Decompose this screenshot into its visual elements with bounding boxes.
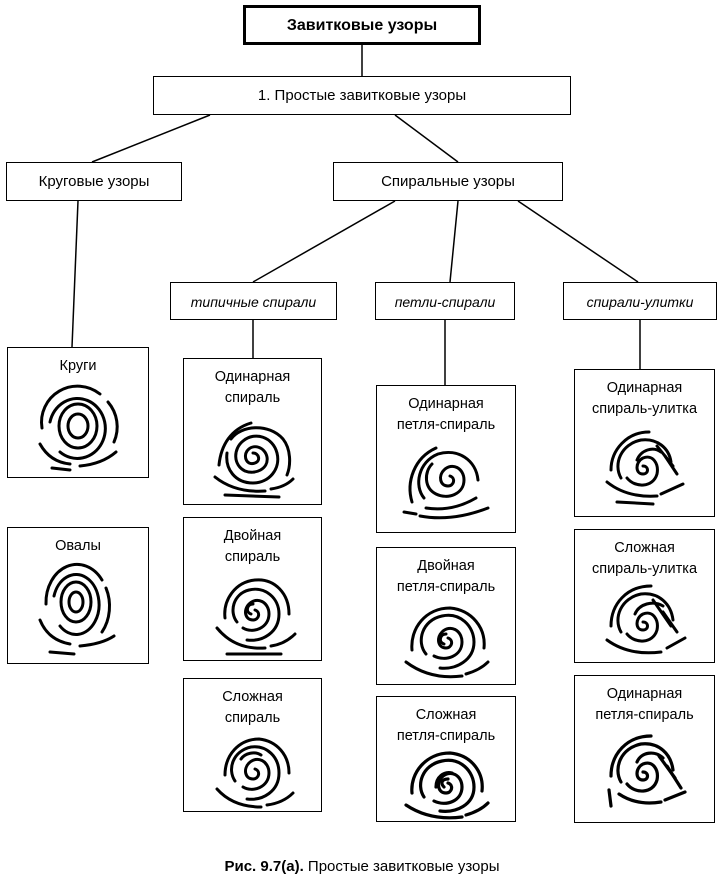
card-single-spiral-label: Одинарная спираль	[214, 369, 291, 406]
card-complex-snail-label: Сложная спираль-улитка	[591, 540, 698, 577]
card-single-loop-spiral: Одинарная петля-спираль	[376, 385, 516, 533]
figure-caption-ref: Рис. 9.7(а).	[224, 858, 304, 875]
level1-box: 1. Простые завитковые узоры	[153, 76, 571, 115]
fingerprint-circles-image	[38, 384, 119, 472]
category-loops-label: петли-спирали	[394, 294, 496, 310]
diagram-title-box: Завитковые узоры	[243, 5, 481, 45]
connector-level1-spiral	[394, 114, 459, 163]
figure-caption-text: Простые завитковые узоры	[307, 858, 500, 875]
fingerprint-single-snail-image	[605, 430, 684, 506]
connector-spiral-loops	[449, 200, 459, 283]
category-typical-label: типичные спирали	[190, 294, 317, 310]
card-ovals: Овалы	[7, 527, 149, 664]
spiral-patterns-label: Спиральные узоры	[381, 173, 515, 190]
card-complex-loop-spiral-label: Сложная петля-спираль	[396, 707, 496, 744]
card-complex-spiral: Сложная спираль	[183, 678, 322, 812]
fingerprint-ovals-image	[38, 562, 116, 656]
fingerprint-single-loop-spiral-2-image	[606, 734, 687, 808]
diagram-title: Завитковые узоры	[286, 17, 438, 34]
card-double-loop-spiral: Двойная петля-спираль	[376, 547, 516, 685]
fingerprint-complex-loop-spiral-image	[404, 751, 490, 820]
card-complex-loop-spiral: Сложная петля-спираль	[376, 696, 516, 822]
card-single-snail-label: Одинарная спираль-улитка	[591, 380, 698, 417]
fingerprint-double-spiral-image	[215, 578, 296, 656]
card-double-spiral: Двойная спираль	[183, 517, 322, 661]
fingerprint-double-loop-spiral-image	[404, 606, 490, 679]
connector-circular-circles	[71, 200, 79, 348]
level1-label: 1. Простые завитковые узоры	[257, 87, 467, 104]
card-ovals-label: Овалы	[55, 538, 101, 554]
category-snails-box: спирали-улитки	[563, 282, 717, 320]
card-single-loop-spiral-2-label: Одинарная петля-спираль	[595, 686, 694, 723]
circular-patterns-label: Круговые узоры	[38, 173, 150, 190]
fingerprint-complex-spiral-image	[215, 737, 294, 809]
connector-spiral-snails	[517, 200, 639, 283]
category-loops-box: петли-спирали	[375, 282, 515, 320]
spiral-patterns-box: Спиральные узоры	[333, 162, 563, 201]
fingerprint-single-spiral-image	[213, 421, 294, 499]
fingerprint-complex-snail-image	[605, 584, 686, 655]
fingerprint-single-loop-spiral-image	[402, 446, 490, 520]
connector-level1-circular	[91, 114, 211, 163]
connector-spiral-typical	[252, 200, 396, 283]
category-snails-label: спирали-улитки	[586, 294, 694, 310]
card-double-loop-spiral-label: Двойная петля-спираль	[396, 558, 496, 595]
card-single-snail: Одинарная спираль-улитка	[574, 369, 715, 517]
card-single-loop-spiral-label: Одинарная петля-спираль	[396, 396, 496, 433]
card-complex-snail: Сложная спираль-улитка	[574, 529, 715, 663]
category-typical-box: типичные спирали	[170, 282, 337, 320]
card-single-spiral: Одинарная спираль	[183, 358, 322, 505]
card-complex-spiral-label: Сложная спираль	[222, 689, 283, 726]
card-double-spiral-label: Двойная спираль	[223, 528, 282, 565]
card-circles-label: Круги	[59, 358, 97, 374]
figure-caption: Рис. 9.7(а). Простые завитковые узоры	[0, 858, 724, 875]
circular-patterns-box: Круговые узоры	[6, 162, 182, 201]
card-single-loop-spiral-2: Одинарная петля-спираль	[574, 675, 715, 823]
card-circles: Круги	[7, 347, 149, 478]
